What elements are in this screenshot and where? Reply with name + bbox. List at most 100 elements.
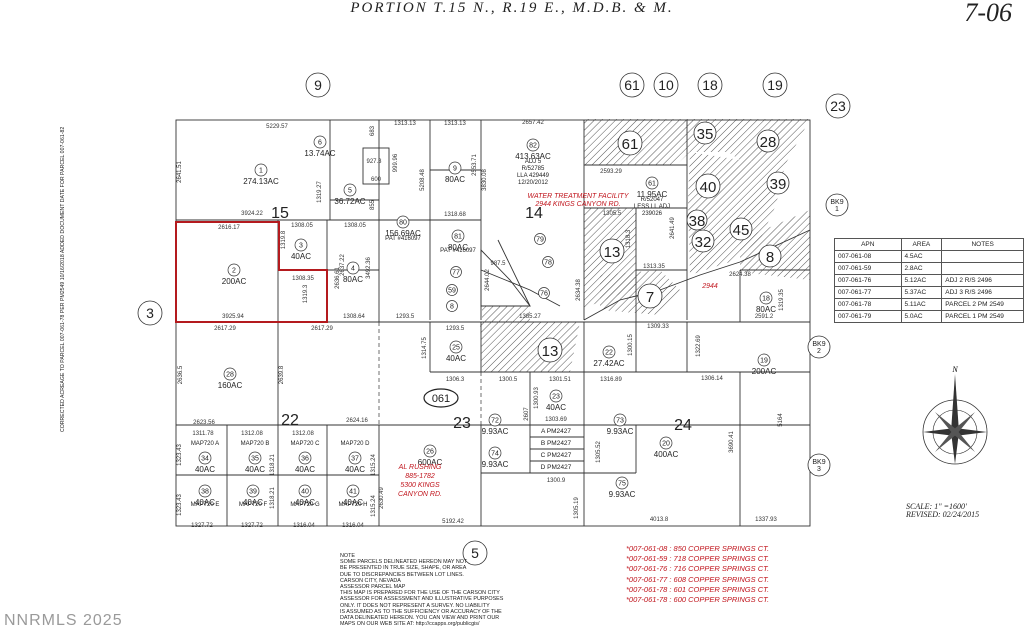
pm-label: C PM2427 bbox=[541, 452, 572, 459]
parcel-area: 600AC bbox=[418, 458, 443, 467]
adjoining-page-circle bbox=[619, 72, 645, 98]
dimension-label: 3830.08 bbox=[482, 169, 488, 191]
map720-label: MAP720 A bbox=[191, 441, 219, 447]
small-parcel-circle bbox=[450, 266, 462, 278]
parcel-area: 40AC bbox=[446, 354, 466, 363]
dimension-label: 2634.38 bbox=[576, 279, 582, 301]
apn-cell: 007-061-78 bbox=[834, 298, 902, 311]
map720-label: MAP720 F bbox=[239, 502, 268, 508]
address-line: *007-061-08 : 850 COPPER SPRINGS CT. bbox=[626, 544, 770, 553]
parcel-area: 80AC bbox=[448, 243, 468, 252]
parcel-circle bbox=[223, 367, 237, 381]
dimension-label: 1322.69 bbox=[696, 335, 702, 357]
hatched-parcel-number: 39 bbox=[770, 176, 787, 193]
dimension-label: 1318.21 bbox=[270, 487, 276, 509]
page-number: 7-06 bbox=[964, 0, 1012, 27]
apn-header: APN bbox=[834, 238, 902, 251]
dimension-label: 5229.57 bbox=[266, 124, 288, 130]
dimension-label: 1306.3 bbox=[446, 377, 465, 383]
dimension-label: 2607 bbox=[524, 407, 530, 421]
hatched-parcel-number: 13 bbox=[604, 244, 621, 261]
parcel-number: 19 bbox=[760, 358, 768, 365]
parcel-area: 40AC bbox=[245, 465, 265, 474]
parcel-number: 34 bbox=[201, 456, 209, 463]
dimension-label: 1301.51 bbox=[549, 377, 571, 383]
mls-watermark: NNRMLS 2025 bbox=[4, 612, 123, 629]
parcel-circle bbox=[602, 345, 616, 359]
scale-text: SCALE: 1" =1600' bbox=[906, 502, 967, 511]
dimension-label: 2593.29 bbox=[600, 169, 622, 175]
parcel-area: 27.42AC bbox=[593, 359, 624, 368]
parcel-area: 40AC bbox=[195, 465, 215, 474]
parcel-number: 81 bbox=[454, 234, 462, 241]
dimension-label: 1308.35 bbox=[292, 276, 314, 282]
dimension-label: 1319.3 bbox=[303, 284, 309, 303]
apn-cell: 007-061-08 bbox=[834, 250, 902, 263]
hatched-parcel-circle bbox=[693, 121, 717, 145]
annotation-text: ADJ 5 bbox=[525, 159, 542, 165]
parcel-number: 26 bbox=[426, 449, 434, 456]
adjoining-page-circle bbox=[807, 453, 831, 477]
section-number: 22 bbox=[281, 412, 299, 429]
parcel-circle bbox=[346, 484, 360, 498]
hatched-parcel-number: 13 bbox=[542, 343, 559, 360]
dimension-label: 1313.13 bbox=[394, 121, 416, 127]
dimension-label: 2553.71 bbox=[472, 154, 478, 176]
small-parcel-circle bbox=[446, 300, 458, 312]
parcel-number: 72 bbox=[491, 418, 499, 425]
notes-line: ASSESSOR FOR ASSESSMENT AND ILLUSTRATIVE… bbox=[340, 596, 504, 603]
adjoining-page-circle bbox=[825, 193, 849, 217]
dashed-lines bbox=[378, 322, 482, 425]
small-parcel-number: 78 bbox=[544, 260, 552, 267]
parcel-circle bbox=[615, 476, 629, 490]
dimension-label: 1315.24 bbox=[371, 495, 377, 517]
apn-cell: 007-061-76 bbox=[834, 274, 902, 287]
dimension-label: 855 bbox=[370, 199, 376, 210]
apn-cell: 007-061-77 bbox=[834, 286, 902, 299]
parcel-area: 156.69AC bbox=[385, 229, 421, 238]
notes-cell bbox=[941, 262, 1024, 275]
parcel-number: 1 bbox=[259, 168, 263, 175]
notes-cell: ADJ 2 R/S 2496 bbox=[941, 274, 1024, 287]
hatched-parcel-number: 61 bbox=[622, 136, 639, 153]
parcel-area: 40AC bbox=[345, 465, 365, 474]
adjoining-page-label: 61 bbox=[624, 77, 640, 93]
dimension-label: 1316.04 bbox=[293, 523, 315, 529]
parcel-circle bbox=[448, 161, 462, 175]
notes-line: MAPS ON OUR WEB SITE AT: http://ccapps.o… bbox=[340, 621, 480, 628]
dimension-label: 1318.3 bbox=[626, 229, 632, 248]
dimension-label: 2637.22 bbox=[340, 254, 346, 276]
hatched-parcel-number: 45 bbox=[733, 222, 750, 239]
parcel-area: 413.63AC bbox=[515, 152, 551, 161]
notes-heading: NOTE bbox=[340, 553, 355, 559]
revised-date: REVISED: 02/24/2015 bbox=[906, 510, 980, 519]
dimension-label: 1300.5 bbox=[499, 377, 518, 383]
book-label-ellipse bbox=[423, 388, 459, 408]
notes-header: NOTES bbox=[941, 238, 1024, 251]
adjoining-page-circle bbox=[807, 335, 831, 359]
water-facility-address: 2944 KINGS CANYON RD. bbox=[534, 201, 620, 208]
notes-line: ONLY. IT DOES NOT REPRESENT A SURVEY. NO… bbox=[340, 602, 490, 609]
dimension-label: 1327.72 bbox=[191, 523, 213, 529]
parcel-circle bbox=[613, 413, 627, 427]
map720-label: MAP720 D bbox=[340, 441, 370, 447]
parcel-area: 13.74AC bbox=[304, 149, 335, 158]
parcel-area: 40AC bbox=[291, 252, 311, 261]
area-cell: 5.11AC bbox=[900, 298, 943, 311]
adjoining-page-label: 10 bbox=[658, 77, 674, 93]
north-label: N bbox=[951, 365, 958, 374]
annotation-text: 239026 bbox=[642, 211, 663, 217]
hatched-parcel-number: 28 bbox=[760, 134, 777, 151]
notes-line: BE PRESENTED IN TRUE SIZE, SHAPE, OR ARE… bbox=[340, 565, 467, 572]
parcel-area: 200AC bbox=[222, 277, 247, 286]
parcel-circle bbox=[346, 261, 360, 275]
area-cell: 2.8AC bbox=[900, 262, 943, 275]
dimension-label: 999.96 bbox=[393, 153, 399, 172]
section-number: 15 bbox=[271, 205, 289, 222]
parcel-number: 22 bbox=[605, 350, 613, 357]
dimension-label: 2639.8 bbox=[279, 365, 285, 384]
map720-label: MAP720 E bbox=[191, 502, 220, 508]
dimension-label: 1303.69 bbox=[545, 417, 567, 423]
section-number: 23 bbox=[453, 415, 471, 432]
